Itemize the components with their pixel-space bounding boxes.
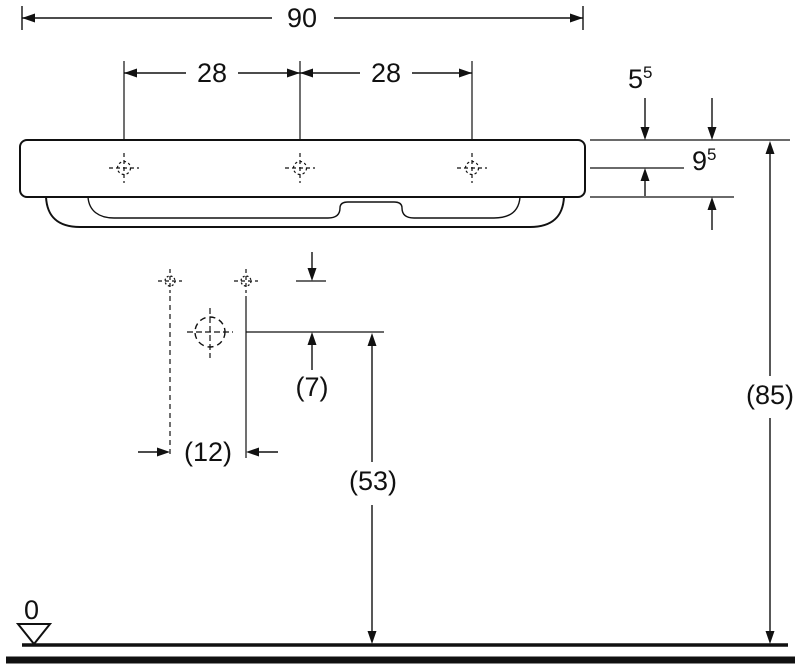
- arrowhead-right: [287, 68, 300, 78]
- dim-tap-right-label: 28: [371, 58, 401, 88]
- dimension-overall-width: 90: [21, 3, 584, 33]
- arrowhead-down: [765, 631, 775, 644]
- supply-connection-symbol: [158, 269, 182, 293]
- arrowhead-up: [707, 197, 717, 210]
- dimension-edge-to-tap: 55: [628, 63, 653, 196]
- arrowhead-down: [307, 268, 317, 281]
- datum-zero-label: 0: [24, 595, 39, 625]
- reference-lines: [169, 280, 384, 458]
- arrowhead-left: [246, 447, 259, 457]
- arrowhead-left: [22, 13, 35, 23]
- arrowhead-down: [707, 127, 717, 140]
- supply-connection-symbols: [158, 269, 258, 293]
- label-mask: [684, 146, 736, 172]
- dim-superscript: 5: [643, 63, 652, 82]
- tap-hole-symbols: [109, 153, 487, 183]
- arrowhead-up: [640, 168, 650, 181]
- dim-base: 9: [692, 146, 707, 176]
- arrowhead-left: [300, 68, 313, 78]
- supply-connection-symbol: [234, 269, 258, 293]
- tap-hole-symbol: [457, 153, 487, 183]
- hole-circle: [164, 275, 176, 287]
- dimension-edge-to-apron: 95: [684, 98, 736, 230]
- tap-hole-symbol: [285, 153, 315, 183]
- arrowhead-down: [640, 127, 650, 140]
- dimension-drain-height: (53): [349, 333, 397, 644]
- dim-edge-to-apron-label: 95: [692, 145, 717, 176]
- hole-circle: [240, 275, 252, 287]
- arrowhead-right: [157, 447, 170, 457]
- basin-foot-inner: [87, 196, 521, 219]
- arrowhead-up: [367, 333, 377, 346]
- dimension-total-height: (85): [746, 141, 794, 644]
- floor-and-datum: 0: [6, 595, 795, 664]
- arrowhead-down: [367, 631, 377, 644]
- hole-circle: [116, 160, 132, 176]
- dim-edge-to-tap-label: 55: [628, 63, 653, 94]
- arrowhead-left: [124, 68, 137, 78]
- dim-width-label: 90: [287, 3, 317, 33]
- dimension-supply-to-drain: (7): [296, 252, 329, 402]
- datum-triangle-icon: [15, 623, 53, 646]
- hole-circle: [292, 160, 308, 176]
- hole-circle: [464, 160, 480, 176]
- dim-supply-spacing-label: (12): [184, 437, 232, 467]
- dim-drain-height-label: (53): [349, 466, 397, 496]
- drain-outlet-symbol: [187, 308, 233, 358]
- tap-hole-symbol: [109, 153, 139, 183]
- basin-foot-outer: [45, 196, 565, 228]
- dim-base: 5: [628, 64, 643, 94]
- arrowhead-right: [570, 13, 583, 23]
- dim-superscript: 5: [707, 145, 716, 164]
- dim-supply-to-drain-label: (7): [296, 372, 329, 402]
- dimension-tap-spacing: 28 28: [123, 58, 473, 150]
- dimension-supply-spacing: (12): [138, 437, 278, 467]
- dim-total-height-label: (85): [746, 380, 794, 410]
- arrowhead-up: [307, 332, 317, 345]
- dim-tap-left-label: 28: [197, 58, 227, 88]
- arrowhead-up: [765, 141, 775, 154]
- washbasin-outline: [19, 139, 586, 228]
- arrowhead-right: [459, 68, 472, 78]
